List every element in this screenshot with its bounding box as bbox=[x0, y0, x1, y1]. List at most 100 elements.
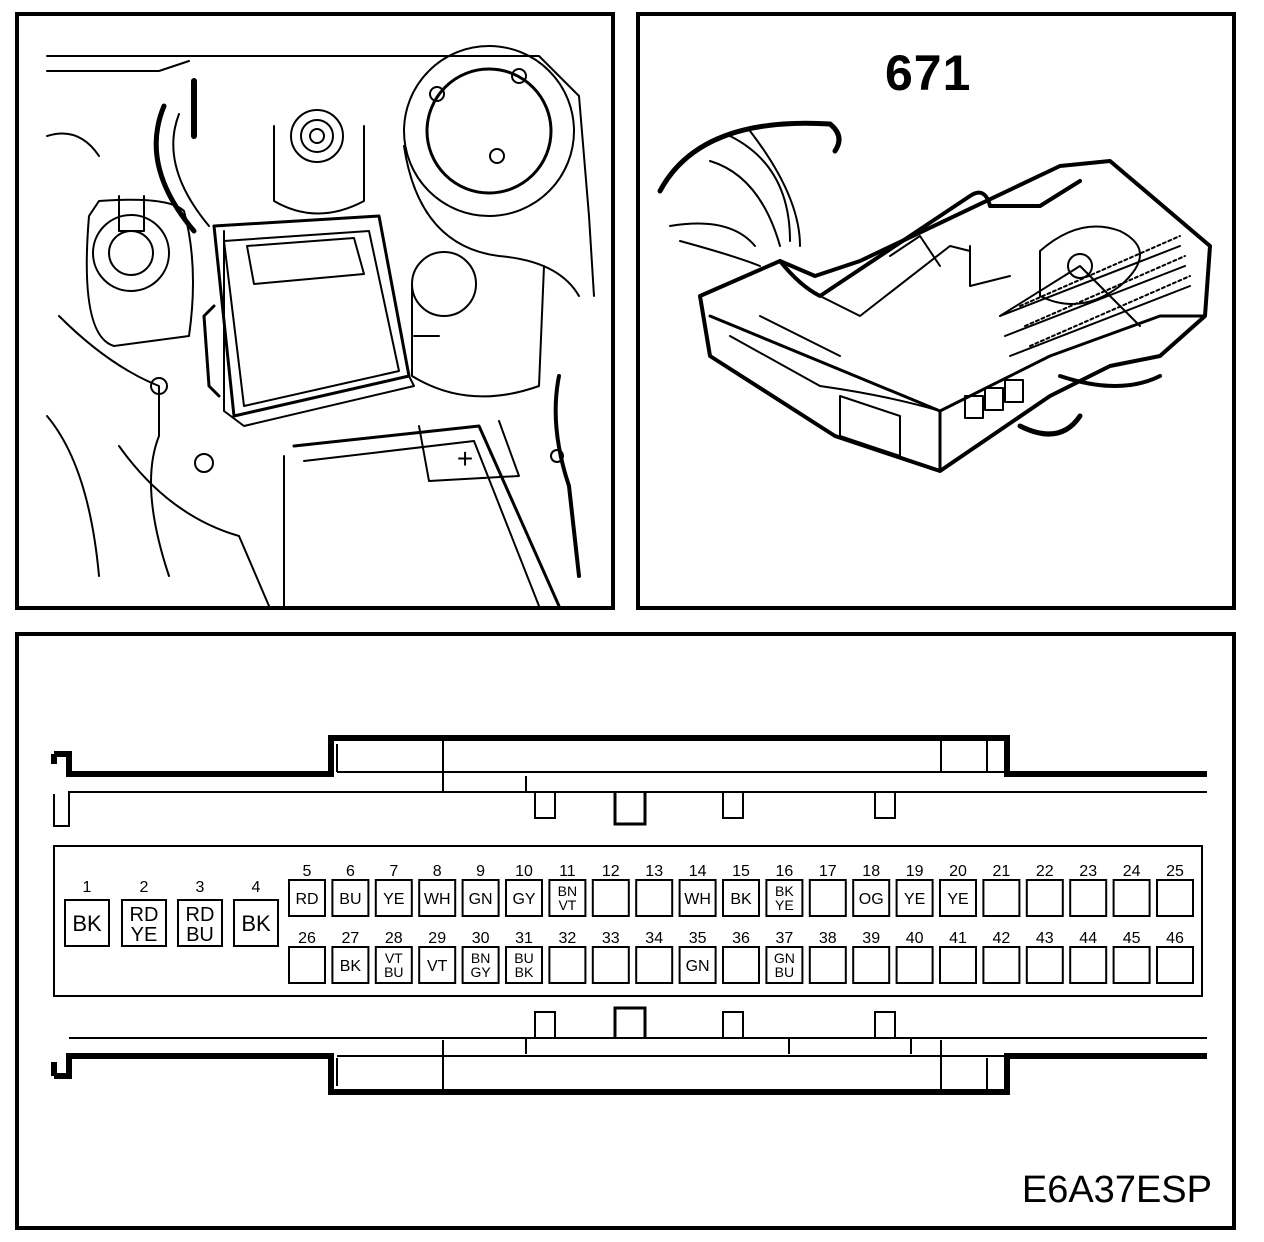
wire-color-pin-16-1: BK bbox=[775, 883, 794, 899]
wire-color-pin-11-1: BN bbox=[558, 883, 577, 899]
pin-number-5: 5 bbox=[303, 863, 312, 880]
pin-cavity-8: 8WH bbox=[418, 863, 457, 917]
pin-number-43: 43 bbox=[1036, 930, 1054, 947]
pin-box-40 bbox=[895, 946, 934, 984]
pin-number-46: 46 bbox=[1166, 930, 1184, 947]
pin-box-39 bbox=[852, 946, 891, 984]
pin-number-30: 30 bbox=[472, 930, 490, 947]
pin-cavity-43: 43 bbox=[1025, 930, 1064, 984]
pin-number-45: 45 bbox=[1123, 930, 1141, 947]
pin-cavity-24: 24 bbox=[1112, 863, 1151, 917]
wire-color-pin-30-2: GY bbox=[470, 964, 491, 980]
pin-cavity-6: 6BU bbox=[331, 863, 370, 917]
wire-color-pin-28-1: VT bbox=[385, 950, 403, 966]
wire-color-pin-4: BK bbox=[241, 911, 271, 936]
pin-box-20 bbox=[939, 879, 977, 917]
pin-cavity-41: 41 bbox=[939, 930, 977, 984]
pin-number-18: 18 bbox=[862, 863, 880, 880]
wire-color-pin-14: WH bbox=[684, 891, 711, 908]
pin-number-6: 6 bbox=[346, 863, 355, 880]
pin-box-34 bbox=[635, 946, 674, 984]
pin-cavity-26: 26 bbox=[288, 930, 326, 984]
pin-number-3: 3 bbox=[196, 879, 205, 896]
pin-number-2: 2 bbox=[140, 879, 149, 896]
engine-bay-illustration: + bbox=[15, 12, 615, 610]
pin-box-2 bbox=[121, 899, 167, 947]
pin-number-14: 14 bbox=[689, 863, 707, 880]
pin-number-22: 22 bbox=[1036, 863, 1054, 880]
pin-number-42: 42 bbox=[993, 930, 1011, 947]
wire-color-pin-27: BK bbox=[340, 958, 362, 975]
wire-color-pin-37-2: BU bbox=[775, 964, 794, 980]
pin-box-7 bbox=[374, 879, 413, 917]
wire-color-pin-31-1: BU bbox=[514, 950, 533, 966]
wire-color-pin-8: WH bbox=[424, 891, 451, 908]
battery-positive-symbol: + bbox=[457, 443, 473, 474]
pin-number-34: 34 bbox=[645, 930, 663, 947]
pin-box-46 bbox=[1156, 946, 1194, 984]
pin-number-39: 39 bbox=[862, 930, 880, 947]
pin-cavity-23: 23 bbox=[1069, 863, 1108, 917]
wire-color-pin-30-1: BN bbox=[471, 950, 490, 966]
pin-number-12: 12 bbox=[602, 863, 620, 880]
wire-color-pin-3-2: BU bbox=[186, 924, 214, 946]
pin-box-13 bbox=[635, 879, 674, 917]
pin-number-41: 41 bbox=[949, 930, 967, 947]
pin-box-5 bbox=[288, 879, 326, 917]
pin-cavity-7: 7YE bbox=[374, 863, 413, 917]
pin-cavity-42: 42 bbox=[982, 930, 1021, 984]
pin-box-35 bbox=[678, 946, 717, 984]
pin-number-4: 4 bbox=[252, 879, 261, 896]
pin-box-33 bbox=[591, 946, 630, 984]
pin-cavity-1: 1BK bbox=[64, 879, 110, 947]
pin-box-28 bbox=[374, 946, 413, 984]
connector-pinout-drawing: 1BK2RDYE3RDBU4BK5RD6BU7YE8WH9GN10GY11BNV… bbox=[51, 735, 1207, 1095]
pin-number-37: 37 bbox=[776, 930, 794, 947]
pin-cavity-34: 34 bbox=[635, 930, 674, 984]
pin-number-25: 25 bbox=[1166, 863, 1184, 880]
pin-box-45 bbox=[1112, 946, 1151, 984]
pin-box-21 bbox=[982, 879, 1021, 917]
pin-box-43 bbox=[1025, 946, 1064, 984]
pin-number-1: 1 bbox=[83, 879, 92, 896]
pin-box-41 bbox=[939, 946, 977, 984]
wire-color-pin-9: GN bbox=[469, 891, 493, 908]
pin-box-18 bbox=[852, 879, 891, 917]
pin-box-23 bbox=[1069, 879, 1108, 917]
pin-number-23: 23 bbox=[1079, 863, 1097, 880]
pin-number-19: 19 bbox=[906, 863, 924, 880]
pin-cavity-17: 17 bbox=[808, 863, 847, 917]
pin-cavity-25: 25 bbox=[1156, 863, 1194, 917]
wire-color-pin-35: GN bbox=[686, 958, 710, 975]
module-number-label: 671 bbox=[885, 45, 972, 101]
connector-housing-top bbox=[54, 735, 1207, 777]
pin-box-27 bbox=[331, 946, 370, 984]
wire-color-pin-10: GY bbox=[512, 891, 535, 908]
pin-cavity-40: 40 bbox=[895, 930, 934, 984]
pin-box-24 bbox=[1112, 879, 1151, 917]
wire-color-pin-28-2: BU bbox=[384, 964, 403, 980]
pin-box-19 bbox=[895, 879, 934, 917]
pin-number-13: 13 bbox=[645, 863, 663, 880]
pin-cavity-39: 39 bbox=[852, 930, 891, 984]
pin-number-40: 40 bbox=[906, 930, 924, 947]
pin-number-28: 28 bbox=[385, 930, 403, 947]
pin-box-8 bbox=[418, 879, 457, 917]
pin-cavity-33: 33 bbox=[591, 930, 630, 984]
pin-box-32 bbox=[548, 946, 587, 984]
wire-color-pin-16-2: YE bbox=[775, 897, 794, 913]
pin-number-32: 32 bbox=[559, 930, 577, 947]
pin-box-12 bbox=[591, 879, 630, 917]
